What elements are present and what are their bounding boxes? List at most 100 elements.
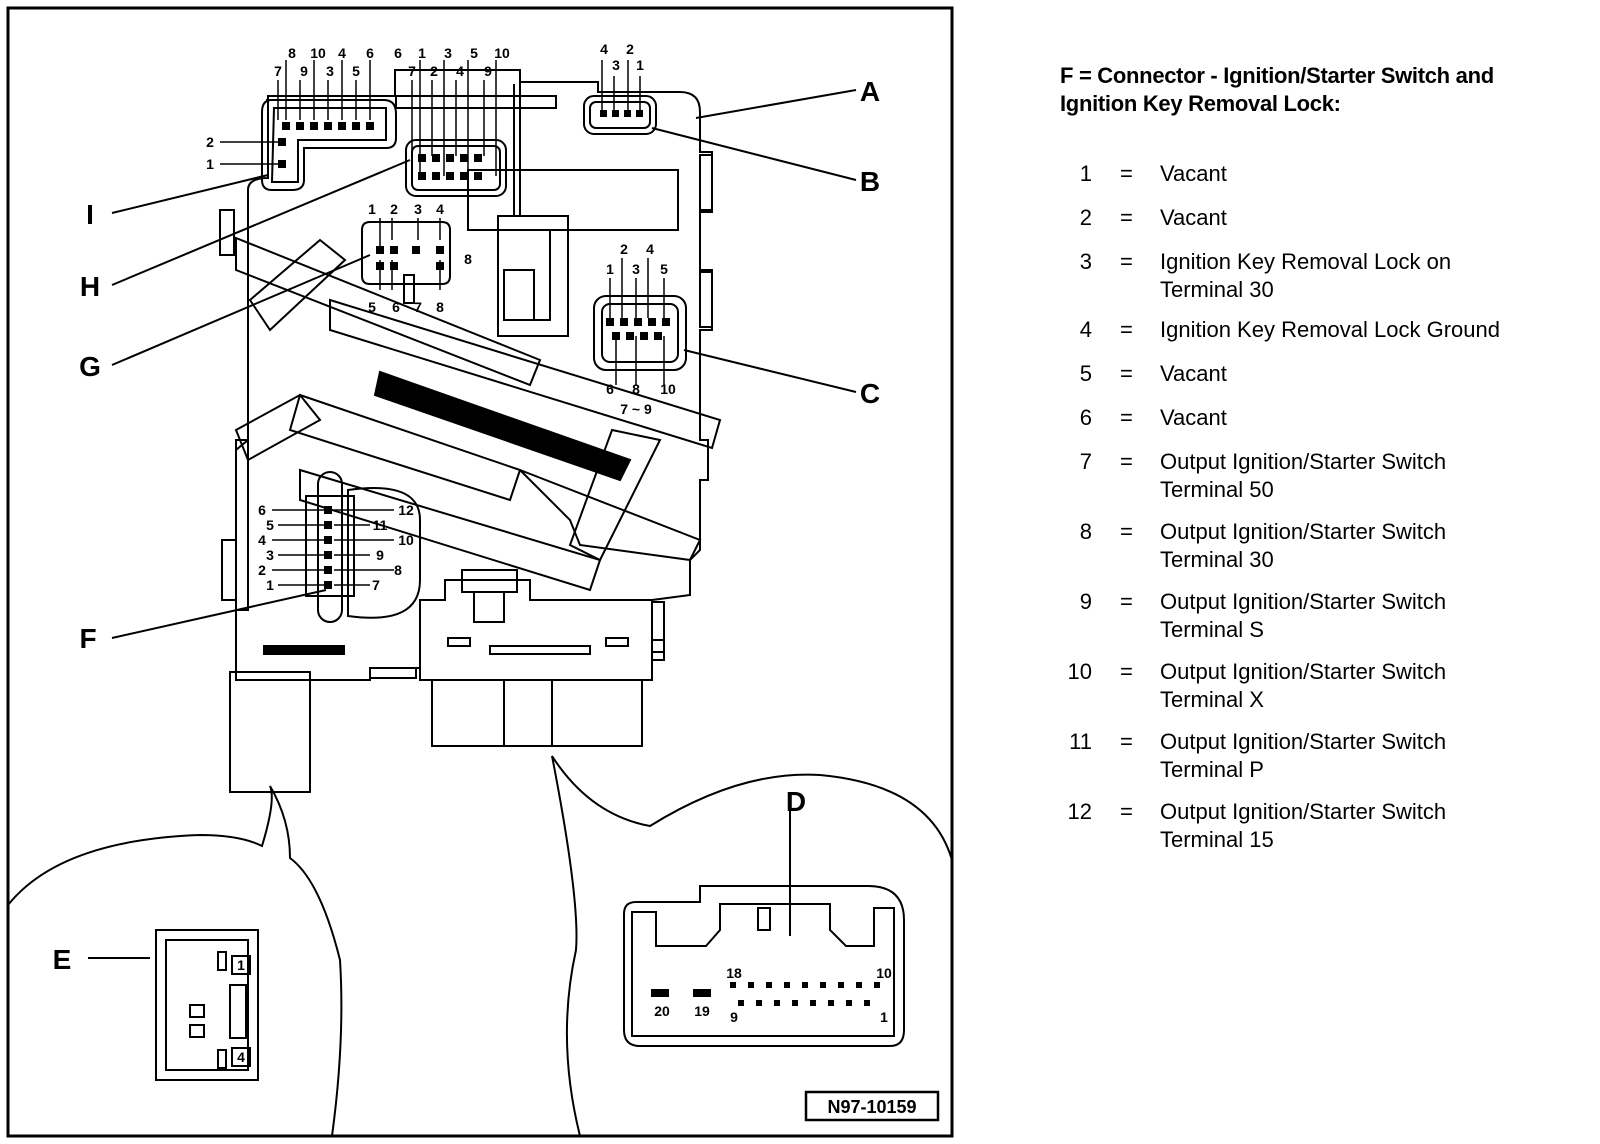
pin-description: Vacant [1160,161,1227,186]
pin-label: 3 [632,261,640,277]
pin-label: 7 [372,577,380,593]
pin-label: 4 [456,63,464,79]
callout-A: A [860,76,880,107]
equals-sign: = [1120,317,1133,342]
pin-label: 2 [620,241,628,257]
pin-number: 3 [1079,249,1092,274]
pin-label: 8 [632,381,640,397]
module-housing [235,69,713,681]
pin-label: 7 [408,63,416,79]
pin-number: 2 [1079,205,1092,230]
pin-label: 11 [373,517,388,533]
pin-label: 7 [274,63,282,79]
pin-label: 3 [612,57,620,73]
legend-title-line2: Ignition Key Removal Lock: [1060,91,1341,116]
pin-label: 5 [470,45,478,61]
pin-label: 6 [394,45,402,61]
callout-F: F [79,623,96,654]
pin-label: 6 [606,381,614,397]
connector-C [593,295,687,371]
pin-label: 1 [266,577,274,593]
connector-E [155,929,259,1081]
callout-E: E [53,944,72,975]
pin-label: 6 [258,502,266,518]
pin-label: 8 [288,45,296,61]
equals-sign: = [1120,361,1133,386]
equals-sign: = [1120,659,1133,684]
pin-number: 12 [1067,799,1092,824]
pin-label: 9 [730,1009,738,1025]
pin-label: 7 ~ 9 [620,401,652,417]
callout-I: I [86,199,94,230]
connector-B [583,95,657,135]
equals-sign: = [1120,249,1133,274]
pin-label: 1 [237,957,245,973]
pin-label: 2 [430,63,438,79]
pin-label: 10 [398,532,414,548]
pin-label: 5 [368,299,376,315]
equals-sign: = [1120,405,1133,430]
pin-label: 5 [660,261,668,277]
equals-sign: = [1120,799,1133,824]
callout-H: H [80,271,100,302]
pin-label: 8 [436,299,444,315]
pin-label: 20 [654,1003,670,1019]
pin-label: 1 [368,201,376,217]
pin-label: 5 [352,63,360,79]
pin-label: 6 [366,45,374,61]
diagram-frame [6,6,954,1138]
pin-number: 7 [1079,449,1092,474]
callout-C: C [860,378,880,409]
pin-number: 9 [1079,589,1092,614]
pin-label: 9 [300,63,308,79]
equals-sign: = [1120,205,1133,230]
equals-sign: = [1120,161,1133,186]
pin-label: 9 [376,547,384,563]
drawing-number: N97-10159 [827,1097,916,1117]
pinout-legend: F = Connector - Ignition/Starter Switch … [1060,62,1580,118]
connector-I [261,99,397,191]
pin-label: 8 [464,251,472,267]
pin-number: 5 [1079,361,1092,386]
equals-sign: = [1120,519,1133,544]
pin-label: 7 [414,299,422,315]
pin-label: 10 [876,965,892,981]
equals-sign: = [1120,589,1133,614]
pin-label: 1 [418,45,426,61]
pin-label: 3 [414,201,422,217]
pin-label: 6 [392,299,400,315]
pin-label: 1 [606,261,614,277]
equals-sign: = [1120,729,1133,754]
pin-description: Vacant [1160,205,1227,230]
pin-description: Vacant [1160,405,1227,430]
pin-label: 2 [206,134,214,150]
pin-label: 9 [484,63,492,79]
connector-G [361,221,451,285]
equals-sign: = [1120,449,1133,474]
pin-number: 4 [1079,317,1092,342]
pin-label: 1 [636,57,644,73]
pin-label: 1 [206,156,214,172]
pin-label: 4 [646,241,654,257]
connector-D [623,885,905,1047]
pin-label: 4 [600,41,608,57]
pin-label: 8 [394,562,402,578]
pin-label: 3 [444,45,452,61]
pin-description: Ignition Key Removal Lock Ground [1160,317,1500,342]
pin-label: 2 [258,562,266,578]
pin-label: 3 [326,63,334,79]
callout-G: G [79,351,101,382]
pin-number: 11 [1069,729,1092,754]
legend-title: F = Connector - Ignition/Starter Switch … [1060,62,1580,118]
pin-label: 10 [310,45,326,61]
pin-label: 4 [237,1049,245,1065]
pin-description: Vacant [1160,361,1227,386]
pin-label: 3 [266,547,274,563]
connector-F [317,471,343,623]
pin-label: 2 [626,41,634,57]
